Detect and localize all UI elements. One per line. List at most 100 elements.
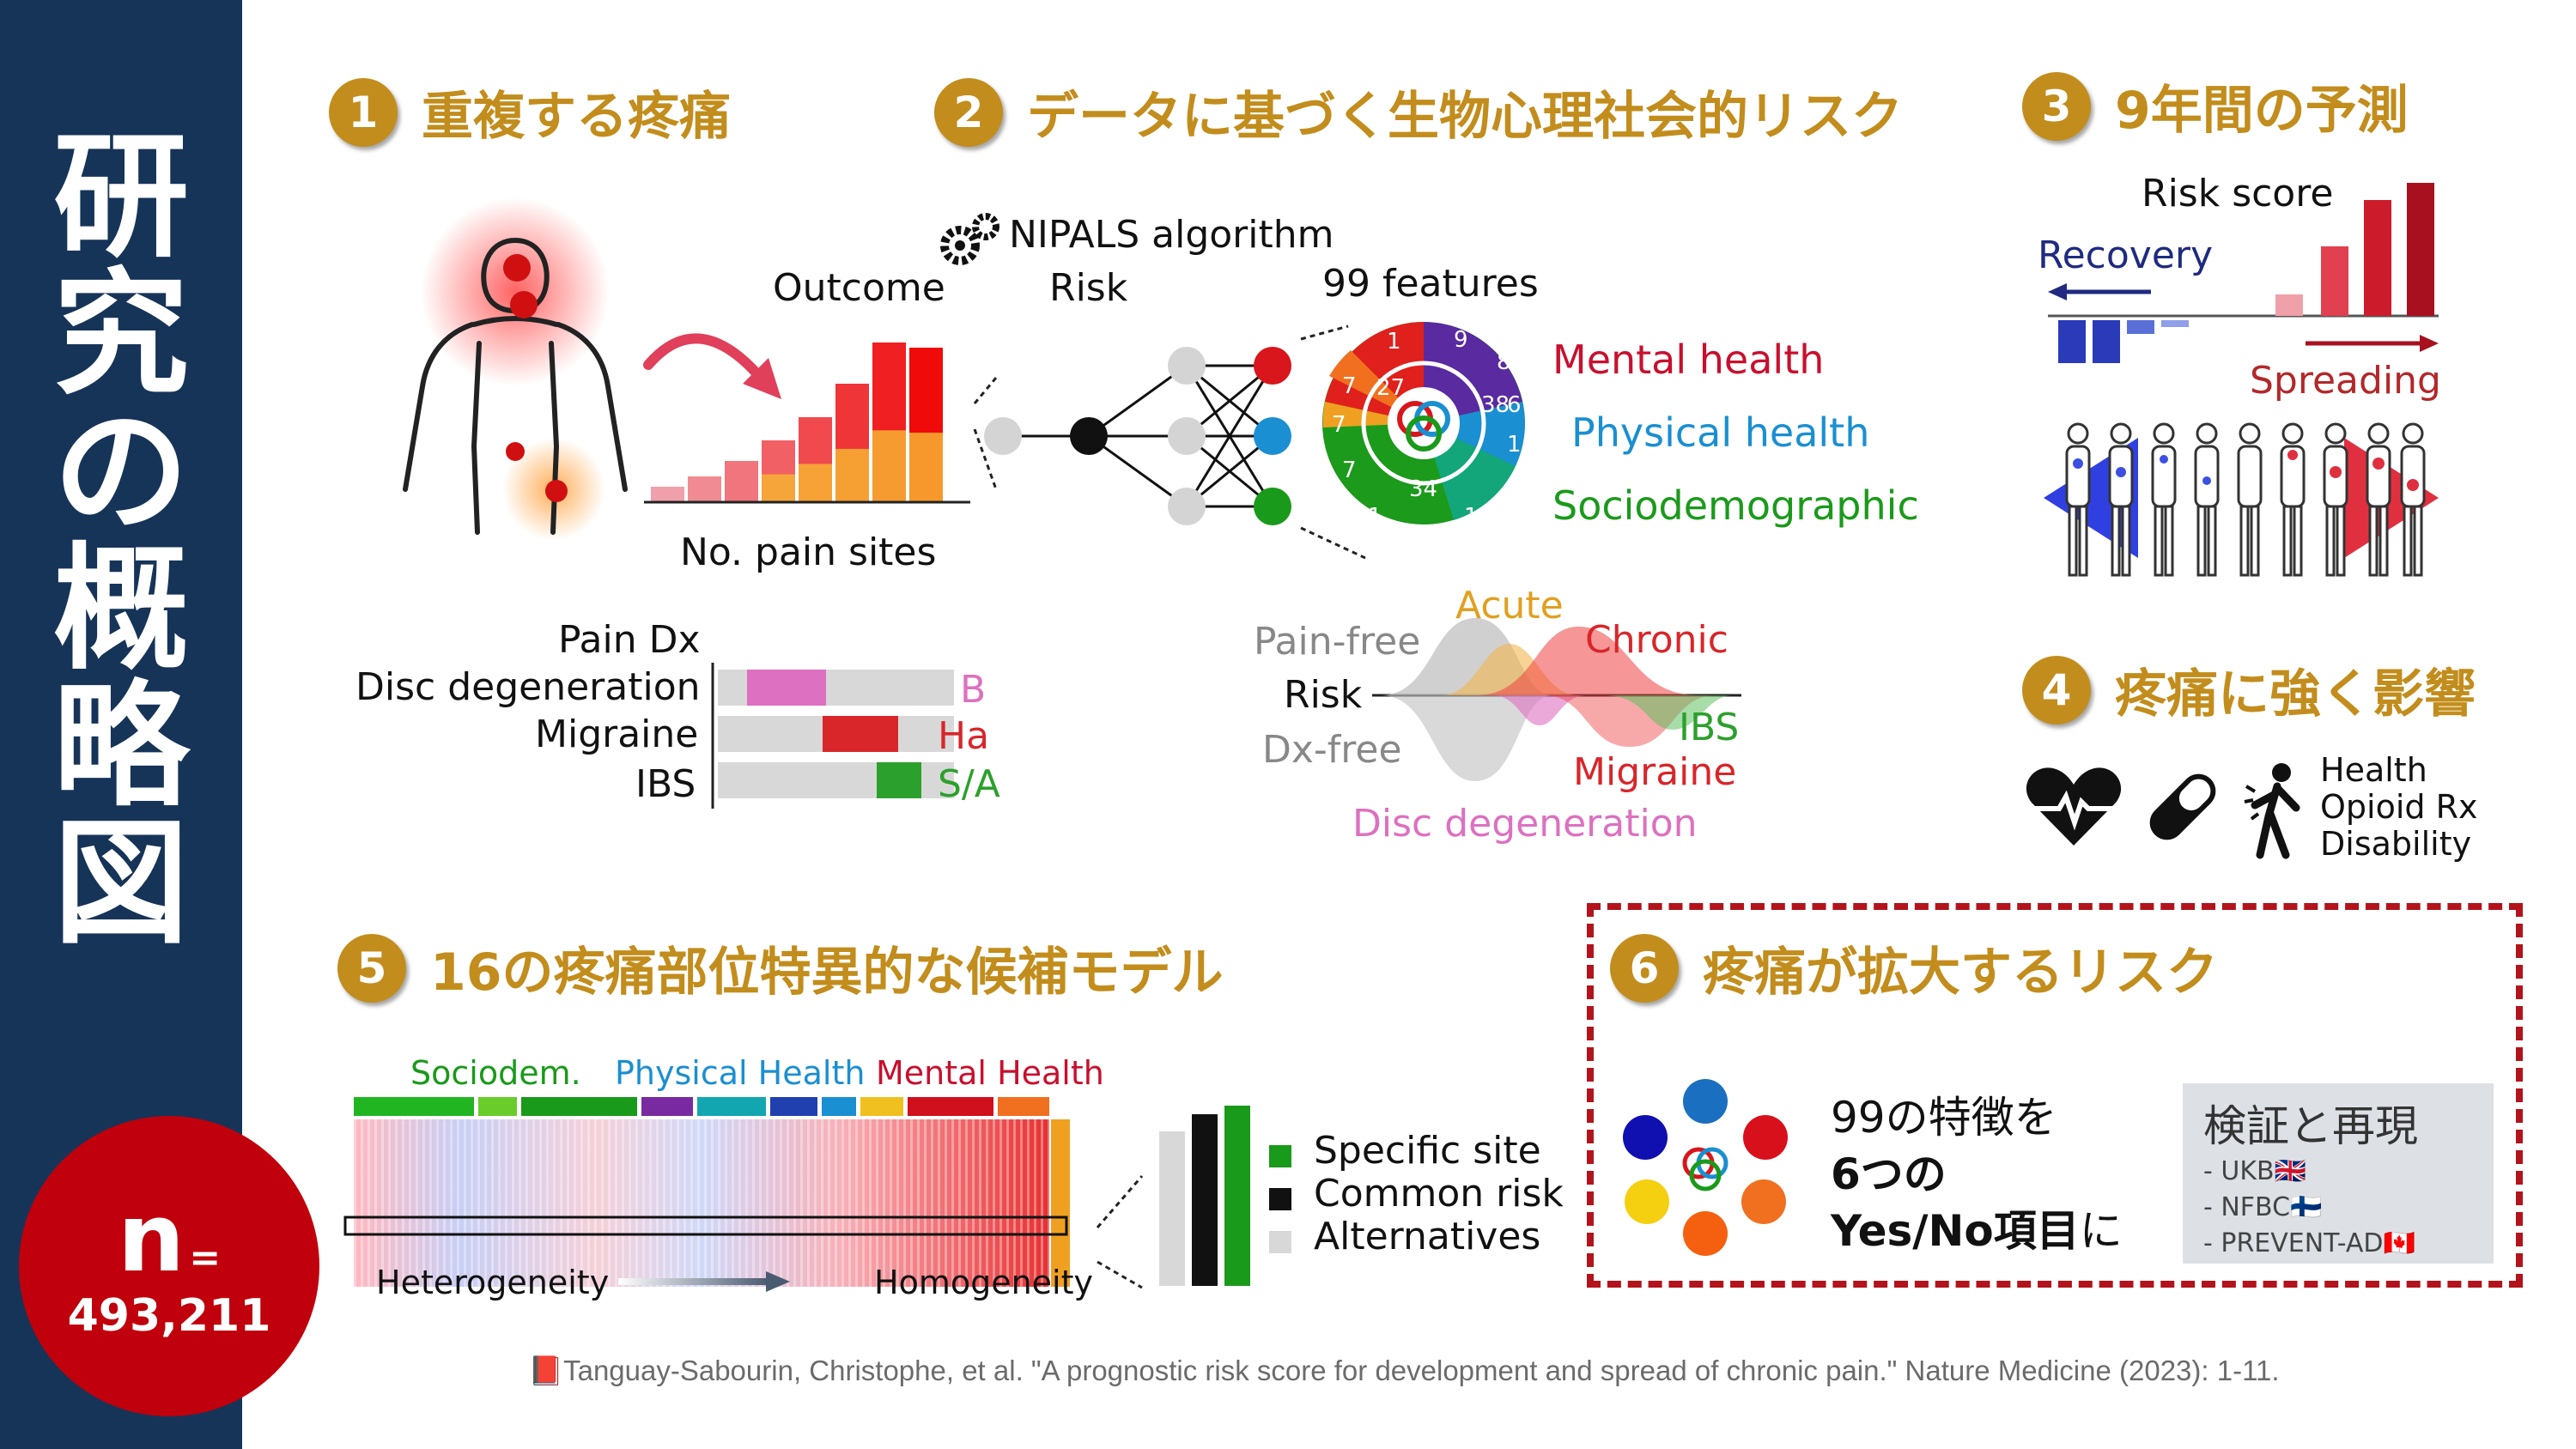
disc-label: Disc degeneration (1352, 802, 1698, 846)
s6-yesno: Yes/No項目 (1831, 1206, 2080, 1256)
section-3-header: 3 9年間の予測 (2022, 69, 2409, 143)
impact-opioid: Opioid Rx (2320, 788, 2478, 826)
pill-icon (2149, 773, 2216, 840)
wheel-number: 34 (1409, 476, 1437, 502)
pain-dx-label: Pain Dx (558, 618, 701, 662)
section-title: 疼痛が拡大するリスク (1703, 943, 2218, 1003)
section-title: 重複する疼痛 (422, 87, 731, 147)
network-diagram (973, 324, 1366, 560)
title-char: 究 (53, 256, 189, 414)
homogeneity-label: Homogeneity (874, 1264, 1093, 1301)
wheel-number: 1 (1507, 432, 1522, 458)
title-char: 図 (53, 805, 189, 963)
title-char: 概 (53, 530, 189, 688)
s6-line1: 99の特徴を (1831, 1093, 2057, 1143)
wheel-number: 7 (1342, 373, 1357, 399)
dx-code: S/A (938, 762, 1000, 806)
impact-list: Health Opioid Rx Disability (2320, 752, 2478, 863)
dx-free-label: Dx-free (1262, 728, 1402, 772)
wheel-number: 27 (1376, 375, 1405, 401)
spreading-label: Spreading (2250, 359, 2441, 403)
curved-arrow (643, 333, 781, 399)
gradient-arrow (618, 1271, 790, 1292)
section-2-header: 2 データに基づく生物心理社会的リスク (934, 75, 1903, 149)
verify-title: 検証と再現 (2203, 1101, 2418, 1151)
citation: 📕Tanguay-Sabourin, Christophe, et al. "A… (528, 1355, 2280, 1386)
section-6-box (1587, 903, 2523, 1288)
category-socio: Sociodemographic (1552, 482, 1919, 529)
model-legend-labels: Specific site Common risk Alternatives (1314, 1130, 1564, 1258)
legend-specific: Specific site (1314, 1129, 1541, 1173)
legend-alternatives: Alternatives (1314, 1215, 1541, 1258)
sociodem-label: Sociodem. (410, 1054, 581, 1092)
section-badge: 3 (2022, 71, 2091, 141)
outcome-bar (725, 461, 758, 502)
outcome-label: Outcome (773, 266, 945, 310)
features-label: 99 features (1322, 262, 1539, 306)
vertical-title: 研 究 の 概 略 図 (0, 129, 242, 953)
section-badge: 1 (329, 77, 398, 147)
n-label: n (117, 1183, 185, 1293)
algorithm-label: NIPALS algorithm (1009, 213, 1334, 257)
model-bars (1096, 1106, 1250, 1289)
section-title: 16の疼痛部位特異的な候補モデル (430, 943, 1224, 1003)
dx-name: Disc degeneration (355, 665, 701, 709)
wheel-number: 9 (1454, 327, 1468, 353)
impact-health: Health (2320, 751, 2427, 789)
section-badge: 5 (337, 933, 406, 1003)
s6-line3: Yes/No項目に (1831, 1197, 2123, 1258)
chronic-label: Chronic (1585, 618, 1728, 662)
heatmap (343, 1097, 1070, 1287)
risk-label: Risk (1049, 266, 1128, 310)
section-badge: 6 (1610, 933, 1679, 1003)
acute-label: Acute (1455, 584, 1564, 627)
risk-score-label: Risk score (2142, 172, 2334, 215)
trajectory-curves (1372, 618, 1741, 781)
dx-code: B (960, 668, 987, 712)
heart-pulse-icon (2026, 767, 2122, 846)
s6-ni: に (2079, 1206, 2123, 1256)
ibs-label: IBS (1679, 706, 1740, 749)
s6-line2: 6つの (1831, 1149, 1947, 1199)
wheel-number: 1 (1387, 329, 1401, 355)
outcome-bar-acute (909, 433, 943, 502)
section-title: データに基づく生物心理社会的リスク (1027, 87, 1903, 147)
title-char: の (53, 393, 189, 551)
physical-label: Physical Health (615, 1054, 866, 1092)
risk-axis-label: Risk (1284, 673, 1363, 717)
section-badge: 4 (2022, 655, 2091, 724)
six-items-diagram (1623, 1079, 1788, 1256)
wheel-number: 1 (1368, 504, 1382, 530)
section-badge: 2 (934, 77, 1003, 147)
title-char: 研 (53, 118, 189, 276)
n-value: 493,211 (67, 1290, 271, 1342)
body-silhouettes (2044, 422, 2439, 577)
n-eq: = (189, 1236, 222, 1280)
section-5-header: 5 16の疼痛部位特異的な候補モデル (337, 931, 1224, 1005)
x-axis-label: No. pain sites (680, 530, 937, 574)
pain-free-label: Pain-free (1254, 620, 1421, 664)
legend-common: Common risk (1314, 1172, 1564, 1216)
wheel-number: 8 (1497, 349, 1511, 375)
title-char: 略 (53, 668, 189, 826)
section-1-header: 1 重複する疼痛 (329, 75, 731, 149)
verify-nfbc: - NFBC🇫🇮 (2203, 1192, 2323, 1222)
outcome-bar (651, 487, 684, 502)
wheel-number: 38 (1481, 392, 1510, 418)
model-legend (1269, 1145, 1291, 1253)
dx-name: Migraine (535, 712, 699, 756)
section-6-header: 6 疼痛が拡大するリスク (1610, 931, 2218, 1005)
outcome-bar-chart (644, 343, 970, 504)
section-title: 疼痛に強く影響 (2115, 664, 2476, 724)
verify-prevent: - PREVENT-AD🇨🇦 (2203, 1228, 2415, 1258)
sample-size-circle: n = 493,211 (19, 1116, 319, 1416)
dx-bars (711, 663, 954, 809)
wheel-number: 1 (1464, 504, 1479, 530)
outcome-bar-acute (799, 464, 832, 502)
dx-name: IBS (635, 762, 696, 806)
verification-box: 検証と再現 - UKB🇬🇧 - NFBC🇫🇮 - PREVENT-AD🇨🇦 (2183, 1083, 2494, 1264)
outcome-bar-acute (762, 474, 795, 502)
recovery-label: Recovery (2038, 233, 2214, 277)
impact-disability: Disability (2320, 825, 2472, 863)
body-pain-figure (403, 197, 628, 541)
